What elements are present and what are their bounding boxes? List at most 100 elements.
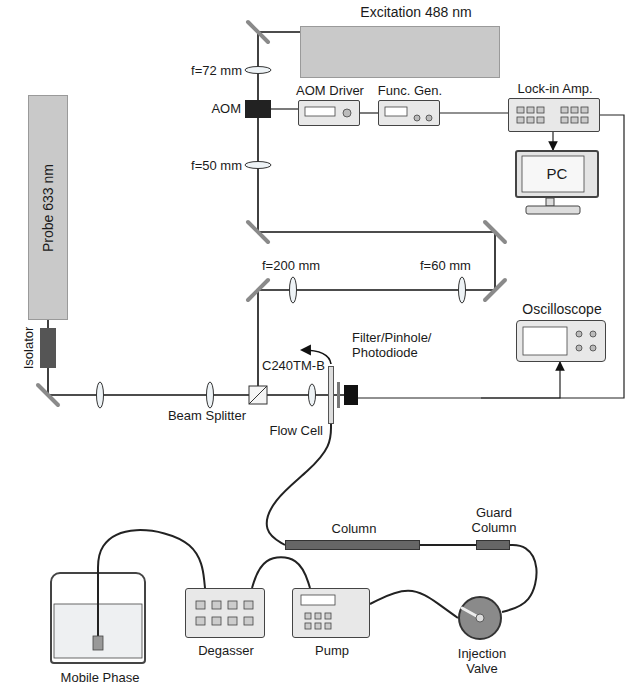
signal-cable (552, 132, 553, 150)
button (228, 617, 237, 625)
device-detail (299, 101, 361, 127)
device-label: AOM Driver (293, 83, 367, 98)
button (537, 117, 544, 123)
device-label: Column (314, 521, 394, 536)
photodiode-detector: Filter/Pinhole/ Photodiode (340, 330, 481, 405)
lens (97, 382, 104, 408)
valve-hub (476, 614, 484, 622)
button (581, 117, 588, 123)
fluid-tubing (267, 424, 331, 545)
fluid-tubing (370, 591, 458, 618)
lens (245, 67, 271, 74)
injection-valve: Injection Valve (458, 596, 502, 640)
device-detail (293, 589, 371, 639)
laser-beam (494, 232, 496, 290)
mirror (248, 280, 268, 300)
knob (590, 345, 596, 351)
laser-beam (48, 394, 344, 396)
button (228, 601, 237, 609)
mobile-phase-bottle: Mobile Phase (50, 572, 146, 664)
panel-detail (385, 107, 407, 116)
button (315, 613, 321, 619)
button (581, 107, 588, 113)
device-label: Flow Cell (259, 423, 323, 438)
button (212, 601, 221, 609)
laser-box: Excitation 488 nm (300, 26, 500, 78)
hplc-pump: Pump (292, 588, 370, 638)
focal-length: f=60 mm (420, 258, 482, 273)
device-detail (517, 321, 607, 363)
guard-column: Guard Column (476, 540, 510, 550)
laser-beam (47, 368, 49, 395)
device-label: Filter/Pinhole/ Photodiode (352, 330, 480, 360)
inlet-filter (93, 636, 103, 650)
button (517, 117, 524, 123)
lens (290, 277, 297, 303)
button (571, 117, 578, 123)
knob (576, 345, 582, 351)
device-label: Func. Gen. (375, 83, 445, 98)
signal-wire (358, 397, 481, 398)
device-label: PC (517, 166, 597, 181)
photodiode (344, 385, 358, 405)
device-detail (509, 99, 601, 133)
device-label: Guard Column (459, 505, 529, 535)
flow-cell: Flow Cell (328, 366, 334, 424)
hplc-column: Column (285, 540, 420, 550)
laser-beam (47, 320, 49, 328)
device-label: Lock-in Amp. (509, 81, 601, 96)
button (517, 107, 524, 113)
laser-beam (257, 32, 259, 232)
fluid-tubing (420, 544, 476, 546)
button (571, 107, 578, 113)
button (196, 601, 205, 609)
monitor-base (526, 206, 580, 214)
lens (207, 382, 214, 408)
button (212, 617, 221, 625)
button (527, 117, 534, 123)
aom-crystal: AOM (245, 100, 271, 118)
knob (576, 331, 582, 337)
beam-splitter (249, 386, 267, 404)
knob (590, 331, 596, 337)
monitor-neck (546, 198, 554, 206)
mirror (38, 385, 58, 405)
mirror (248, 22, 268, 42)
device-detail (460, 598, 504, 642)
signal-cable (481, 362, 560, 398)
lens (309, 384, 316, 406)
panel-detail (305, 107, 335, 116)
device-detail (379, 101, 441, 127)
oscilloscope: Oscilloscope (516, 320, 606, 362)
button (244, 601, 253, 609)
lens (245, 162, 271, 169)
device-label: Pump (293, 643, 371, 658)
fluid-tubing (98, 530, 205, 588)
button (305, 613, 311, 619)
signal-cable (481, 115, 624, 398)
degasser: Degasser (185, 588, 265, 638)
scope-screen (523, 327, 567, 355)
device-label: AOM (199, 101, 241, 116)
mirror (248, 222, 268, 242)
isolator: Isolator (40, 328, 56, 368)
fluid-tubing (252, 557, 310, 588)
focal-length: f=50 mm (180, 158, 242, 173)
beam-splitter-face (249, 386, 267, 404)
button (305, 623, 311, 629)
part-label: Beam Splitter (162, 408, 246, 423)
device-label: Degasser (186, 643, 266, 658)
mirror (485, 222, 505, 242)
signal-cable (360, 112, 378, 113)
aom-driver: AOM Driver (298, 100, 360, 126)
focal-length: f=200 mm (262, 258, 332, 273)
device-label: Mobile Phase (42, 670, 158, 685)
lock-in-amplifier: Lock-in Amp. (508, 98, 600, 132)
device-label: Oscilloscope (507, 302, 617, 317)
pc-monitor: PC (515, 150, 599, 198)
button (196, 617, 205, 625)
lens (459, 277, 466, 303)
device-label: Excitation 488 nm (331, 5, 501, 20)
pump-display (301, 595, 335, 605)
fluid-tubing (502, 545, 537, 612)
